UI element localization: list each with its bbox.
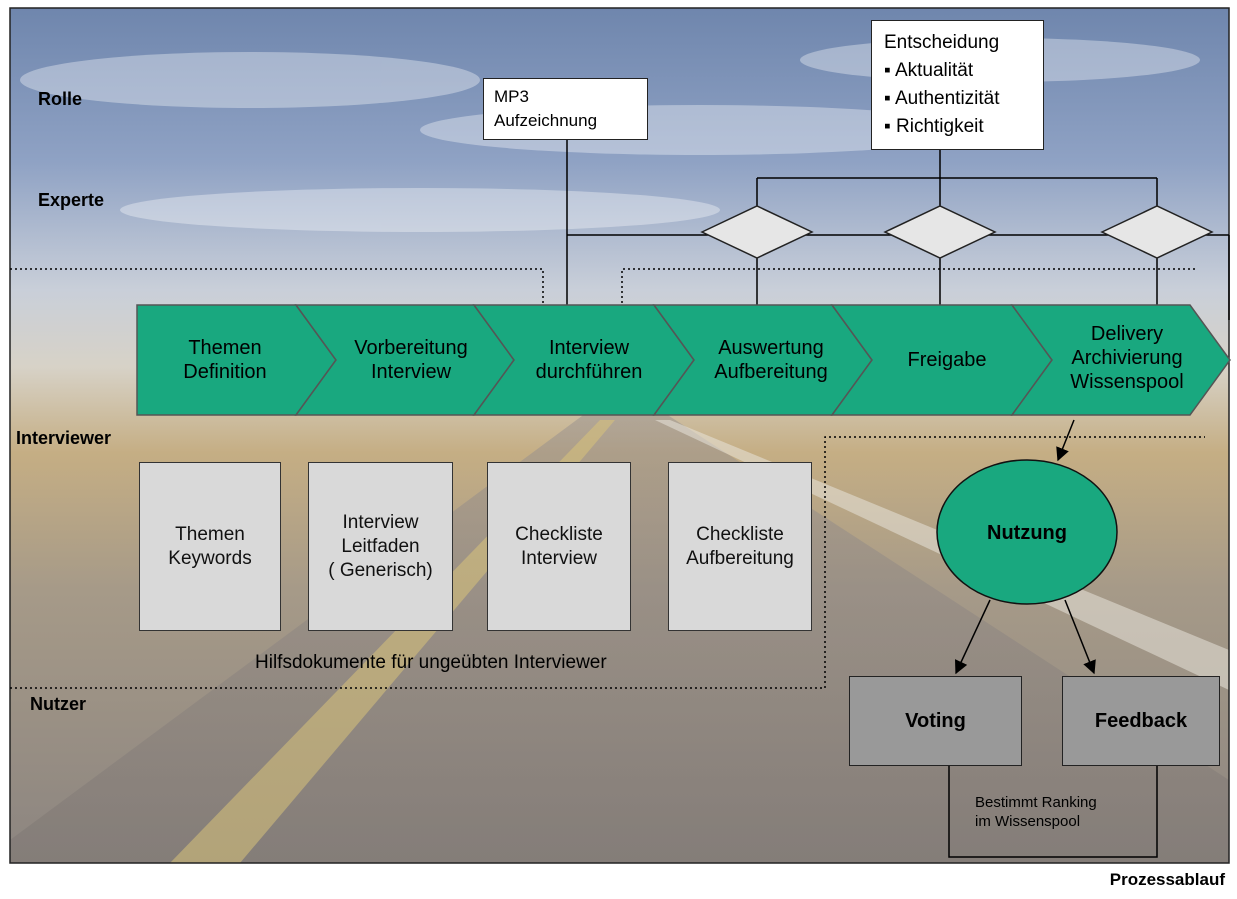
step-label-4: Auswertung Aufbereitung — [686, 336, 856, 384]
step-label-1: Themen Definition — [145, 336, 305, 384]
decision-title: Entscheidung — [884, 32, 1000, 53]
document-line: Checkliste — [696, 523, 784, 545]
step-chevron-6 — [1010, 304, 1231, 416]
role-label-nutzer: Nutzer — [30, 694, 87, 714]
step-label-5: Freigabe — [862, 348, 1032, 372]
role-label-experte: Experte — [38, 190, 105, 210]
step-label-line: Auswertung — [718, 337, 824, 359]
decision-diamond-3 — [1100, 205, 1214, 259]
ranking-bracket — [948, 766, 1158, 858]
decision-diamonds — [700, 205, 1214, 259]
document-line: Keywords — [168, 547, 252, 569]
document-checkliste-aufbereitung: Checkliste Aufbereitung — [668, 462, 812, 631]
documents-caption: Hilfsdokumente für ungeübten Interviewer — [255, 652, 607, 673]
document-line: Interview — [342, 511, 419, 533]
process-steps — [136, 304, 1231, 416]
lane-separators — [10, 268, 1205, 689]
step-label-line: Wissenspool — [1070, 371, 1184, 393]
step-label-2: Vorbereitung Interview — [326, 336, 496, 384]
decision-criteria-box: Entscheidung ▪ Aktualität ▪ Authentizitä… — [871, 20, 1044, 150]
mp3-recording-box: MP3 Aufzeichnung — [483, 78, 648, 140]
document-line: Leitfaden — [341, 535, 420, 557]
step-label-line: Archivierung — [1071, 347, 1183, 369]
step-label-line: Vorbereitung — [354, 337, 468, 359]
document-interview-leitfaden: Interview Leitfaden ( Generisch) — [308, 462, 453, 631]
document-checkliste-interview: Checkliste Interview — [487, 462, 631, 631]
arrow-to-feedback — [1064, 599, 1096, 675]
role-label-interviewer: Interviewer — [16, 428, 112, 448]
ranking-note: Bestimmt Ranking im Wissenspool — [975, 793, 1097, 831]
voting-box: Voting — [849, 676, 1022, 766]
decision-item: ▪ Authentizität — [884, 88, 1000, 109]
nutzung-circle — [936, 459, 1118, 605]
mp3-box-line1: MP3 — [494, 87, 529, 106]
document-line: Interview — [520, 547, 598, 569]
footer-title: Prozessablauf — [1109, 870, 1225, 889]
document-line: Checkliste — [515, 523, 603, 545]
arrow-to-nutzung — [1056, 419, 1075, 462]
step-label-line: Interview — [370, 361, 452, 383]
step-label-line: Definition — [183, 361, 267, 383]
nutzung-label: Nutzung — [987, 522, 1067, 544]
step-label-line: Interview — [548, 337, 630, 359]
step-label-line: durchführen — [535, 361, 643, 383]
step-label-6: Delivery Archivierung Wissenspool — [1042, 322, 1212, 394]
feedback-box: Feedback — [1062, 676, 1220, 766]
frame — [9, 7, 1230, 864]
step-label-line: Aufbereitung — [714, 361, 828, 383]
step-label-line: Delivery — [1090, 323, 1164, 345]
decision-item: ▪ Aktualität — [884, 60, 974, 81]
step-label-line: Freigabe — [907, 349, 987, 371]
mp3-box-line2: Aufzeichnung — [494, 111, 598, 130]
role-label-rolle: Rolle — [38, 89, 83, 109]
step-label-3: Interview durchführen — [504, 336, 674, 384]
ranking-note-line: im Wissenspool — [975, 813, 1081, 830]
document-line: ( Generisch) — [328, 559, 433, 581]
document-line: Themen — [175, 523, 245, 545]
decision-item: ▪ Richtigkeit — [884, 116, 984, 137]
arrow-to-voting — [955, 599, 991, 675]
decision-diamond-1 — [700, 205, 814, 259]
document-themen-keywords: Themen Keywords — [139, 462, 281, 631]
step-label-line: Themen — [188, 337, 262, 359]
decision-diamond-2 — [883, 205, 997, 259]
ranking-note-line: Bestimmt Ranking — [975, 794, 1097, 811]
document-line: Aufbereitung — [686, 547, 794, 569]
lane-separator-nutzer — [10, 436, 1205, 689]
